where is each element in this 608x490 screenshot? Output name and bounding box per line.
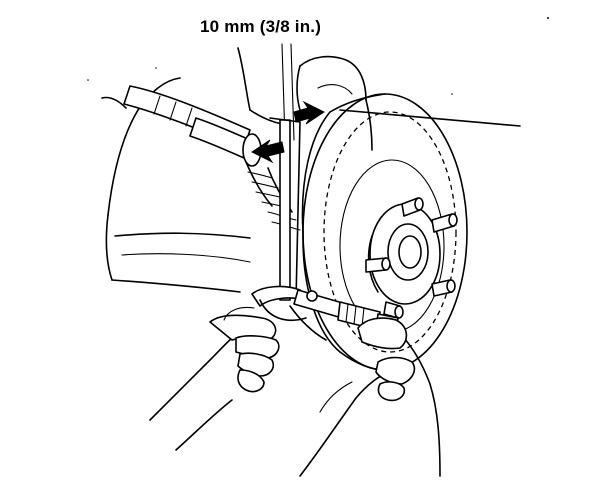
wheel-stud <box>401 197 424 217</box>
left-hand <box>149 306 280 451</box>
arrow-icon <box>293 100 325 125</box>
wheel-stud <box>431 279 456 297</box>
right-hand <box>299 317 441 477</box>
wheel-stud <box>383 301 404 319</box>
wheel-studs <box>365 197 458 319</box>
suspension-outline <box>101 47 521 293</box>
measurement-point-marker <box>269 117 301 301</box>
dimension-callout-label: 10 mm (3/8 in.) <box>200 17 322 36</box>
wheel-stud <box>431 213 458 233</box>
drive-shaft <box>123 85 262 167</box>
cv-boot <box>245 161 301 231</box>
wheel-hub <box>367 203 441 305</box>
wheel-stud <box>365 257 391 273</box>
arrow-icon <box>251 139 285 164</box>
scan-specks <box>87 17 549 95</box>
